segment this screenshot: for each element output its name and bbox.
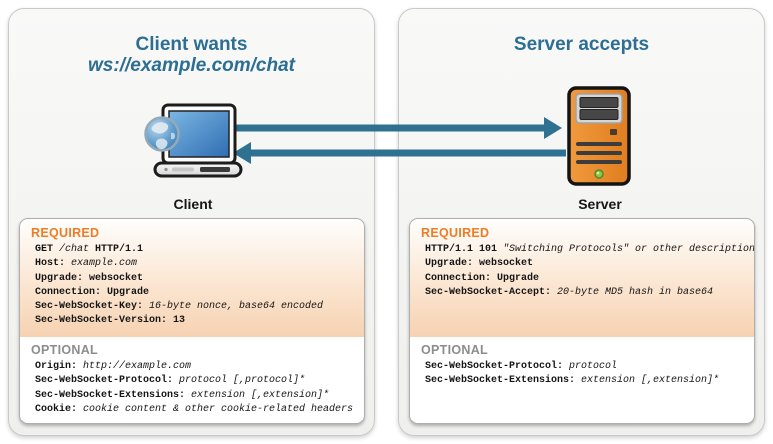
header-line: Connection: Upgrade (35, 286, 150, 298)
server-required-lines: HTTP/1.1 101 "Switching Protocols" or ot… (421, 243, 755, 300)
header-line: Sec-WebSocket-Accept: 20-byte MD5 hash i… (425, 286, 714, 298)
server-required-heading: REQUIRED (421, 226, 490, 240)
server-led-icon (594, 169, 604, 179)
header-line: Upgrade: websocket (425, 258, 534, 270)
server-tower-icon (567, 86, 631, 186)
laptop-globe-icon (144, 103, 243, 178)
server-optional-heading: OPTIONAL (421, 343, 488, 357)
header-line: Sec-WebSocket-Extensions: extension [,ex… (35, 389, 330, 401)
server-panel-title: Server accepts (399, 34, 764, 55)
header-line: Sec-WebSocket-Key: 16-byte nonce, base64… (35, 301, 324, 313)
server-panel: Server accepts Server REQUIRED HTTP/1 (398, 8, 765, 436)
client-device-label: Client (173, 196, 213, 212)
client-title-line1: Client wants (135, 34, 248, 55)
client-title-line2: ws://example.com/chat (88, 55, 295, 76)
server-device: Server (562, 85, 638, 212)
server-optional-section: OPTIONAL Sec-WebSocket-Protocol: protoco… (410, 337, 754, 423)
globe-icon (144, 116, 180, 152)
client-optional-heading: OPTIONAL (31, 343, 98, 357)
server-title-line1: Server accepts (513, 34, 650, 55)
header-line: GET /chat HTTP/1.1 (35, 244, 144, 255)
server-required-section: REQUIRED HTTP/1.1 101 "Switching Protoco… (410, 219, 754, 337)
header-line: Connection: Upgrade (425, 272, 540, 284)
header-line: Origin: http://example.com (35, 361, 192, 372)
server-device-label: Server (578, 196, 622, 212)
header-line: Sec-WebSocket-Version: 13 (35, 315, 186, 327)
header-line: Cookie: cookie content & other cookie-re… (35, 403, 354, 415)
client-required-heading: REQUIRED (31, 226, 100, 240)
header-line: HTTP/1.1 101 "Switching Protocols" or ot… (425, 244, 755, 255)
header-line: Upgrade: websocket (35, 272, 144, 284)
server-headers-box: REQUIRED HTTP/1.1 101 "Switching Protoco… (409, 218, 755, 424)
header-line: Sec-WebSocket-Extensions: extension [,ex… (425, 375, 720, 387)
client-panel-title: Client wants ws://example.com/chat (9, 34, 374, 76)
client-panel: Client wants ws://example.com/chat (8, 8, 375, 436)
header-line: Host: example.com (35, 258, 138, 270)
header-line: Sec-WebSocket-Protocol: protocol (425, 361, 618, 372)
client-device: Client (141, 103, 245, 212)
header-line: Sec-WebSocket-Protocol: protocol [,proto… (35, 375, 306, 387)
